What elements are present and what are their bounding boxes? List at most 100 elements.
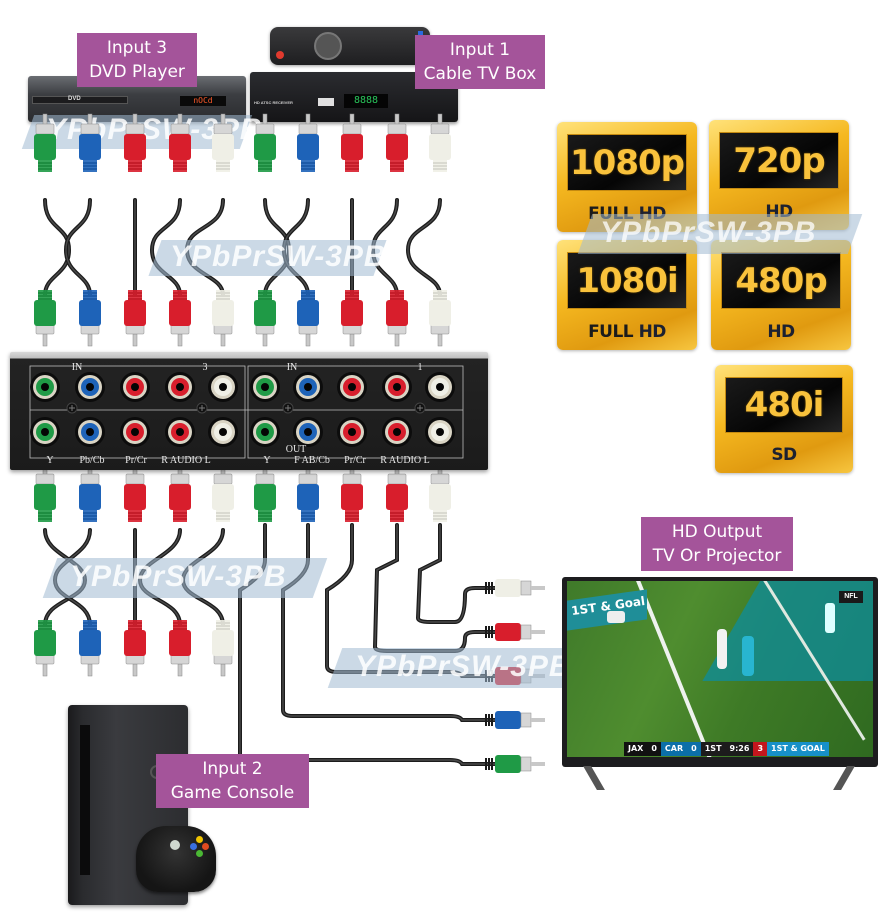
plug-body bbox=[124, 134, 146, 160]
rca-plug bbox=[386, 113, 408, 172]
plug-body bbox=[79, 300, 101, 326]
plug-strain-ring bbox=[491, 758, 493, 770]
rca-jack bbox=[165, 417, 195, 447]
cable-highlight bbox=[417, 524, 496, 623]
plug-grip bbox=[38, 290, 52, 302]
rca-plug bbox=[429, 113, 451, 172]
plug-strain-ring bbox=[491, 714, 493, 726]
plug-body bbox=[34, 134, 56, 160]
quarter: 1ST bbox=[700, 742, 726, 756]
plug-body bbox=[341, 484, 363, 510]
rca-plug bbox=[79, 290, 101, 347]
plug-grip bbox=[38, 510, 52, 522]
panel-outline-left bbox=[29, 365, 246, 459]
cable-highlight bbox=[44, 199, 70, 296]
badge-quality: HD bbox=[711, 322, 851, 342]
remote-dpad bbox=[314, 32, 342, 60]
input-number-label: 3 bbox=[203, 362, 208, 373]
rca-jack bbox=[250, 372, 280, 402]
rca-plug bbox=[124, 290, 146, 347]
plug-body bbox=[386, 484, 408, 510]
controller-button-a bbox=[196, 850, 203, 857]
screw-icon bbox=[196, 402, 208, 414]
plug-strain-ring bbox=[485, 626, 487, 638]
rca-jack bbox=[337, 372, 367, 402]
rca-jack bbox=[208, 372, 238, 402]
cable-box-display: 8888 bbox=[344, 94, 388, 108]
badge-screen: 1080i bbox=[567, 252, 687, 310]
cable-box-brand: HD ATSC RECEIVER bbox=[254, 100, 293, 105]
television: 1ST & Goal NFL JAX 0 CAR 0 1ST 9:26 3 1S… bbox=[562, 577, 878, 767]
plug-grip bbox=[173, 510, 187, 522]
rca-jack bbox=[425, 372, 455, 402]
plug-pin bbox=[531, 586, 545, 590]
plug-grip bbox=[173, 620, 187, 632]
port-label: Y bbox=[46, 455, 53, 466]
in-label: IN bbox=[72, 362, 83, 373]
usb-port bbox=[318, 98, 334, 106]
plug-body bbox=[169, 484, 191, 510]
player bbox=[607, 611, 625, 623]
panel-outline-right bbox=[247, 365, 464, 459]
screw-icon bbox=[66, 402, 78, 414]
plug-body bbox=[495, 755, 521, 773]
jack-hole bbox=[348, 383, 356, 391]
resolution-badge-480p: 480p HD bbox=[711, 240, 851, 350]
plug-grip bbox=[83, 510, 97, 522]
rca-plug bbox=[341, 290, 363, 347]
plug-grip bbox=[390, 290, 404, 302]
port-label: R AUDIO L bbox=[161, 455, 210, 466]
plug-grip bbox=[433, 160, 447, 172]
input-number-label: 1 bbox=[418, 362, 423, 373]
plug-strain-ring bbox=[488, 758, 490, 770]
rca-plug bbox=[79, 113, 101, 172]
controller-button-x bbox=[190, 843, 197, 850]
rca-jack bbox=[425, 417, 455, 447]
badge-resolution: 1080p bbox=[570, 142, 685, 183]
output-device: TV Or Projector bbox=[652, 546, 782, 566]
plug-grip bbox=[173, 160, 187, 172]
plug-grip bbox=[83, 290, 97, 302]
jack-hole bbox=[41, 428, 49, 436]
input-1-title: Input 1 bbox=[449, 40, 511, 60]
rca-jack bbox=[30, 417, 60, 447]
badge-quality-hd: HD bbox=[638, 322, 667, 342]
plug-pin bbox=[531, 762, 545, 766]
plug-body bbox=[254, 300, 276, 326]
dvd-tray bbox=[32, 96, 128, 104]
rca-jack bbox=[75, 372, 105, 402]
plug-strain-ring bbox=[488, 582, 490, 594]
plug-grip bbox=[216, 510, 230, 522]
rca-plug bbox=[212, 620, 234, 677]
input-2-title: Input 2 bbox=[202, 759, 263, 779]
plug-body bbox=[124, 484, 146, 510]
plug-grip bbox=[173, 290, 187, 302]
port-label: Pr/Cr bbox=[125, 455, 147, 466]
watermark-text: YPbPrSW-3PB bbox=[70, 560, 287, 593]
plug-grip bbox=[433, 290, 447, 302]
jack-hole bbox=[176, 383, 184, 391]
plug-body bbox=[495, 579, 521, 597]
plug-grip bbox=[38, 620, 52, 632]
plug-grip bbox=[345, 160, 359, 172]
input-3-title: Input 3 bbox=[106, 38, 168, 58]
plug-grip bbox=[433, 510, 447, 522]
badge-screen: 480p bbox=[721, 252, 841, 310]
scorebar: JAX 0 CAR 0 1ST 9:26 3 1ST & GOAL bbox=[624, 742, 829, 756]
plug-grip bbox=[216, 620, 230, 632]
rca-jack bbox=[382, 417, 412, 447]
cable-highlight bbox=[65, 199, 91, 296]
plug-body bbox=[254, 134, 276, 160]
plug-strain-ring bbox=[485, 714, 487, 726]
rca-plug bbox=[297, 290, 319, 347]
plug-body bbox=[212, 134, 234, 160]
rca-plug bbox=[34, 113, 56, 172]
jack-hole bbox=[436, 428, 444, 436]
plug-grip bbox=[345, 290, 359, 302]
plug-body bbox=[212, 630, 234, 656]
badge-screen: 720p bbox=[719, 132, 839, 190]
badge-screen: 480i bbox=[725, 377, 843, 434]
rca-plug bbox=[169, 113, 191, 172]
plug-grip bbox=[128, 510, 142, 522]
